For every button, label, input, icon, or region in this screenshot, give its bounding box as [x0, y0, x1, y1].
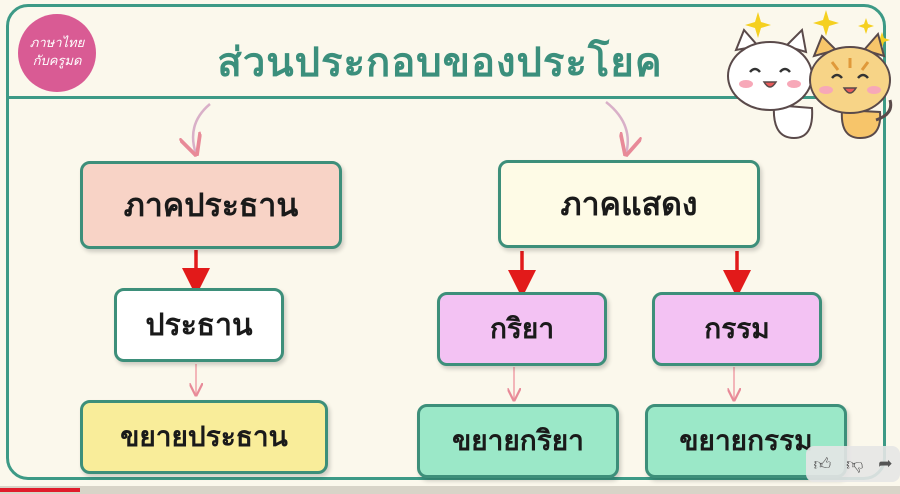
thumbs-down-icon[interactable]: 👎︎: [846, 454, 864, 475]
subject-modifier-box: ขยายประธาน: [80, 400, 328, 474]
logo-line-1: ภาษาไทย: [29, 36, 85, 51]
diagram-title: ส่วนประกอบของประโยค: [217, 40, 663, 86]
verb-box: กริยา: [437, 292, 607, 366]
share-icon[interactable]: ➦: [878, 454, 893, 474]
video-progress-track[interactable]: [0, 486, 900, 494]
title-to-predicate-arrow: [605, 101, 628, 154]
teacher-logo: ภาษาไทย กับครูมด: [18, 14, 96, 92]
subject-part-box: ภาคประธาน: [80, 161, 342, 249]
video-reaction-controls: 👍︎ 👎︎ ➦: [806, 446, 900, 482]
verb-modifier-box: ขยายกริยา: [417, 404, 619, 478]
thumbs-up-icon[interactable]: 👍︎: [813, 454, 832, 475]
predicate-part-box: ภาคแสดง: [498, 160, 760, 248]
logo-line-2: กับครูมด: [32, 54, 82, 69]
subject-box: ประธาน: [114, 288, 284, 362]
video-progress-fill: [0, 488, 80, 492]
title-divider: [6, 96, 886, 99]
cat-stickers-icon: [727, 10, 893, 140]
title-to-subject-arrow: [193, 103, 211, 154]
object-box: กรรม: [652, 292, 822, 366]
